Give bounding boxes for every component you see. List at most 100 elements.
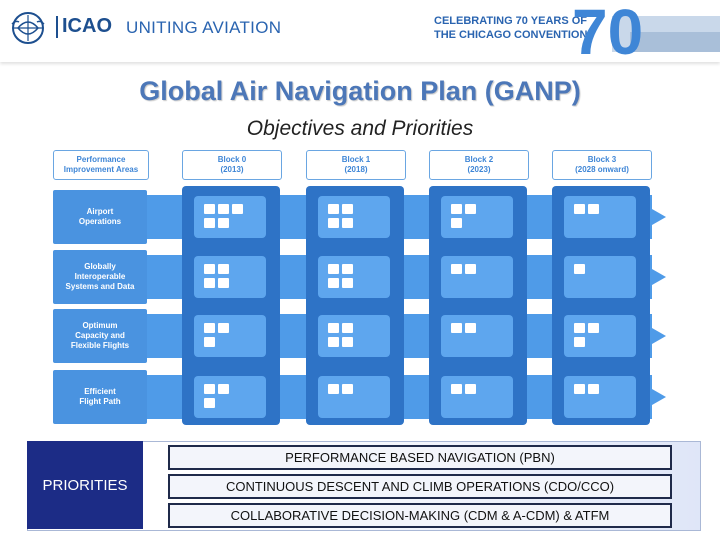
block-header-line: (2013) <box>220 165 244 174</box>
module-icon <box>574 323 585 333</box>
improvement-area-line: Flight Path <box>79 397 121 406</box>
row-arrow-icon <box>652 328 666 344</box>
module-icon <box>574 384 585 394</box>
module-icon <box>204 384 215 394</box>
module-icon <box>342 264 353 274</box>
module-icon <box>588 323 599 333</box>
improvement-area-line: Capacity and <box>75 331 125 340</box>
ganp-diagram: Performance Improvement Areas Block 0(20… <box>50 148 670 425</box>
row-arrow-icon <box>652 269 666 285</box>
improvement-area-line: Optimum <box>82 321 118 330</box>
module-icon <box>574 337 585 347</box>
module-cell <box>564 376 636 418</box>
module-icon <box>465 264 476 274</box>
module-cell <box>441 256 513 298</box>
module-icon <box>328 204 339 214</box>
module-icon <box>574 264 585 274</box>
block-header: Block 3(2028 onward) <box>552 150 652 180</box>
improvement-area-line: Systems and Data <box>65 282 135 291</box>
corner-header: Performance Improvement Areas <box>53 150 149 180</box>
module-cell <box>441 376 513 418</box>
module-icon <box>218 323 229 333</box>
corner-header-line: Improvement Areas <box>63 165 139 174</box>
module-icon <box>342 278 353 288</box>
block-header-line: (2023) <box>467 165 491 174</box>
anniversary-line-1: CELEBRATING 70 YEARS OF <box>434 15 588 27</box>
module-cell <box>441 315 513 357</box>
module-icon <box>204 204 215 214</box>
module-cell <box>564 256 636 298</box>
block-header-line: Block 0 <box>217 155 247 164</box>
module-icon <box>218 218 229 228</box>
module-icon <box>342 384 353 394</box>
module-cell <box>318 196 390 238</box>
module-icon <box>451 323 462 333</box>
priorities-label: PRIORITIES <box>27 441 143 529</box>
priority-item-pbn: PERFORMANCE BASED NAVIGATION (PBN) <box>168 445 672 470</box>
module-cell <box>194 196 266 238</box>
module-icon <box>218 278 229 288</box>
block-header-line: (2028 onward) <box>575 165 629 174</box>
improvement-area-line: Flexible Flights <box>70 341 130 350</box>
anniversary-text: CELEBRATING 70 YEARS OF THE CHICAGO CONV… <box>434 14 587 42</box>
module-cell <box>564 315 636 357</box>
module-icon <box>204 264 215 274</box>
improvement-area-line: Efficient <box>84 387 116 396</box>
slogan: UNITING AVIATION <box>126 18 282 37</box>
icao-emblem-icon <box>11 12 45 44</box>
module-cell <box>318 315 390 357</box>
module-icon <box>342 337 353 347</box>
module-icon <box>218 204 229 214</box>
logo-divider <box>56 16 58 38</box>
block-header: Block 2(2023) <box>429 150 529 180</box>
row-arrow-icon <box>652 209 666 225</box>
module-icon <box>451 264 462 274</box>
module-icon <box>588 384 599 394</box>
priority-item-cdo-cco: CONTINUOUS DESCENT AND CLIMB OPERATIONS … <box>168 474 672 499</box>
module-icon <box>328 384 339 394</box>
anniversary-70-logo: 70 <box>572 2 720 60</box>
block-header-line: Block 1 <box>341 155 371 164</box>
module-icon <box>328 323 339 333</box>
improvement-area-line: Airport <box>86 207 114 216</box>
module-icon <box>465 323 476 333</box>
module-icon <box>204 278 215 288</box>
module-icon <box>342 323 353 333</box>
module-icon <box>465 204 476 214</box>
block-header-line: (2018) <box>344 165 368 174</box>
page-subtitle: Objectives and Priorities <box>246 117 474 140</box>
module-icon <box>342 204 353 214</box>
improvement-area-line: Interoperable <box>74 272 126 281</box>
header-banner: ICAO UNITING AVIATION CELEBRATING 70 YEA… <box>0 0 720 62</box>
module-icon <box>451 204 462 214</box>
module-icon <box>204 323 215 333</box>
block-header: Block 0(2013) <box>182 150 282 180</box>
module-icon <box>465 384 476 394</box>
module-icon <box>328 218 339 228</box>
anniversary-number: 70 <box>572 2 643 60</box>
module-cell <box>318 376 390 418</box>
page-title: Global Air Navigation Plan (GANP) <box>139 76 581 106</box>
org-name: ICAO <box>62 15 112 37</box>
module-icon <box>328 337 339 347</box>
module-cell <box>318 256 390 298</box>
module-cell <box>441 196 513 238</box>
module-icon <box>342 218 353 228</box>
module-icon <box>574 204 585 214</box>
corner-header-line: Performance <box>76 155 126 164</box>
module-icon <box>218 264 229 274</box>
module-icon <box>218 384 229 394</box>
module-icon <box>232 204 243 214</box>
module-icon <box>204 337 215 347</box>
block-header-line: Block 2 <box>464 155 494 164</box>
block-header-line: Block 3 <box>587 155 617 164</box>
anniversary-line-2: THE CHICAGO CONVENTION <box>434 29 588 41</box>
module-icon <box>204 398 215 408</box>
module-icon <box>451 384 462 394</box>
module-cell <box>564 196 636 238</box>
module-icon <box>451 218 462 228</box>
